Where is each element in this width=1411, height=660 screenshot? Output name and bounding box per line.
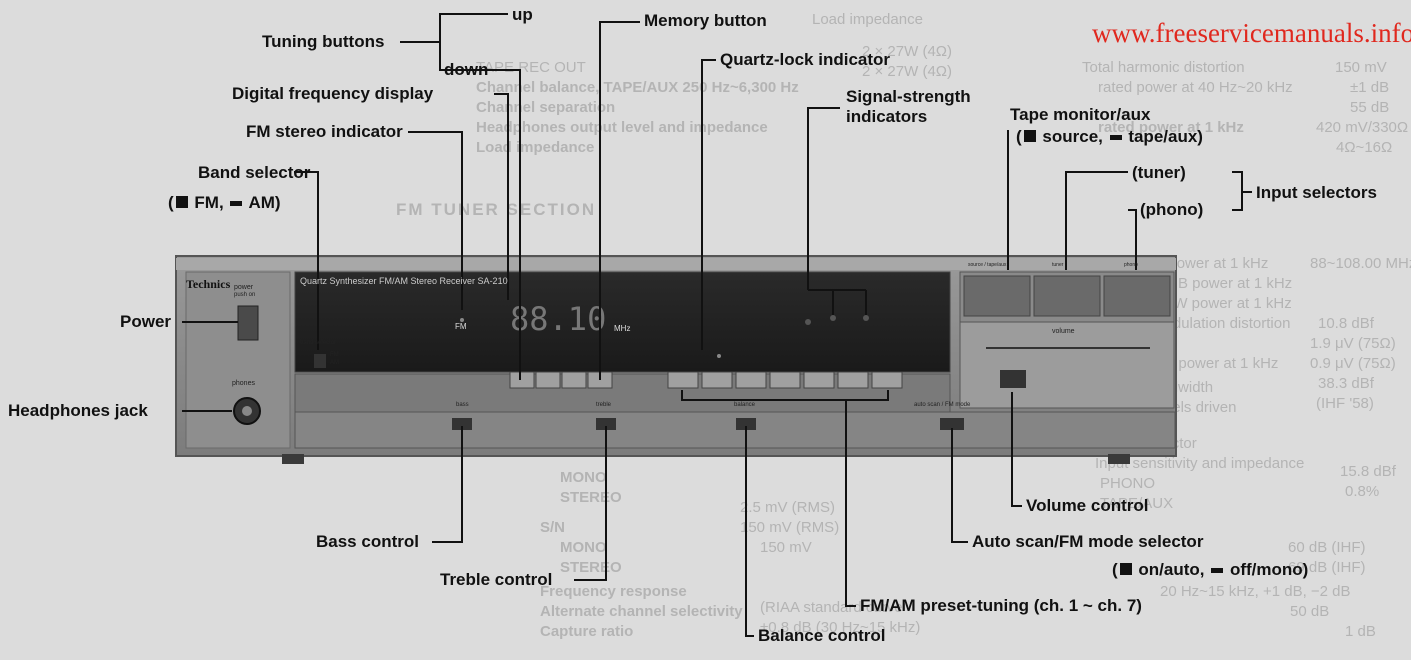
label-digital-display: Digital frequency display bbox=[232, 85, 433, 103]
quartz-lock-indicator bbox=[717, 354, 721, 358]
paren: ( bbox=[1016, 127, 1022, 146]
tape-monitor-text: source / tape/aux bbox=[968, 262, 1006, 268]
band-selector-switch[interactable] bbox=[314, 354, 326, 368]
label-band-selector: Band selector bbox=[198, 164, 310, 182]
preset-button-5[interactable] bbox=[804, 372, 834, 388]
label-fm-stereo: FM stereo indicator bbox=[246, 123, 403, 141]
band-label-text: band selector bbox=[300, 340, 336, 346]
foot bbox=[282, 454, 304, 464]
label-up: up bbox=[512, 6, 533, 24]
phono-text: phono bbox=[1124, 262, 1138, 268]
power-state-text: push on bbox=[234, 292, 255, 298]
label-balance-control: Balance control bbox=[758, 627, 886, 645]
signal-strength-indicator bbox=[830, 315, 836, 321]
band-am-text: AM bbox=[330, 360, 339, 366]
preset-button-7[interactable] bbox=[872, 372, 902, 388]
preset-buttons bbox=[668, 372, 902, 388]
signal-strength-indicator bbox=[805, 319, 811, 325]
preset-button-2[interactable] bbox=[702, 372, 732, 388]
display-window bbox=[295, 272, 950, 372]
signal-strength-indicator bbox=[863, 315, 869, 321]
brand-logo: Technics bbox=[186, 277, 230, 292]
button-pressed-icon bbox=[176, 196, 188, 208]
label-signal-strength: Signal-strength bbox=[846, 88, 971, 106]
tuning-up-button[interactable] bbox=[562, 372, 586, 388]
model-name: Quartz Synthesizer FM/AM Stereo Receiver… bbox=[300, 276, 508, 286]
volume-text: volume bbox=[1052, 328, 1075, 335]
preset-button-6[interactable] bbox=[838, 372, 868, 388]
tone-strip bbox=[295, 412, 1175, 448]
preset-button-1[interactable] bbox=[668, 372, 698, 388]
label-treble-control: Treble control bbox=[440, 571, 552, 589]
label-preset-tuning: FM/AM preset-tuning (ch. 1 ~ ch. 7) bbox=[860, 597, 1142, 615]
mhz-text: MHz bbox=[614, 324, 630, 333]
paren: ( bbox=[1112, 560, 1118, 579]
tape-monitor-button[interactable] bbox=[964, 276, 1030, 316]
button-released-icon bbox=[1110, 135, 1122, 140]
label-auto-scan: Auto scan/FM mode selector bbox=[972, 533, 1203, 551]
headphones-jack-center bbox=[242, 406, 252, 416]
fm-indicator-text: FM bbox=[455, 322, 467, 331]
label-text: AM) bbox=[244, 193, 280, 212]
tuner-text: tuner bbox=[1052, 262, 1063, 268]
label-power: Power bbox=[120, 313, 171, 331]
band-fm-text: FM bbox=[330, 352, 339, 358]
tuning-down-button[interactable] bbox=[510, 372, 534, 388]
button-released-icon bbox=[230, 201, 242, 206]
button-pressed-icon bbox=[1024, 130, 1036, 142]
label-quartz-lock: Quartz-lock indicator bbox=[720, 51, 890, 69]
volume-slider-knob[interactable] bbox=[1000, 370, 1026, 388]
power-switch[interactable] bbox=[238, 306, 258, 340]
label-down: down bbox=[444, 61, 488, 79]
tuner-input-button[interactable] bbox=[1034, 276, 1100, 316]
frequency-readout: 88.10 bbox=[510, 300, 606, 338]
bass-text: bass bbox=[456, 402, 469, 408]
preset-button-3[interactable] bbox=[736, 372, 766, 388]
label-text: on/auto, bbox=[1134, 560, 1210, 579]
phono-input-button[interactable] bbox=[1104, 276, 1170, 316]
label-input-selectors: Input selectors bbox=[1256, 184, 1377, 202]
label-tuner: (tuner) bbox=[1132, 164, 1186, 182]
label-auto-scan-modes: ( on/auto, off/mono) bbox=[1112, 561, 1308, 579]
label-text: off/mono) bbox=[1225, 560, 1308, 579]
label-band-modes: ( FM, AM) bbox=[168, 194, 281, 212]
balance-text: balance bbox=[734, 402, 755, 408]
label-headphones-jack: Headphones jack bbox=[8, 402, 148, 420]
button-released-icon bbox=[1211, 568, 1223, 573]
paren: ( bbox=[168, 193, 174, 212]
label-signal-strength-2: indicators bbox=[846, 108, 927, 126]
label-text: source, bbox=[1038, 127, 1108, 146]
label-text: tape/aux) bbox=[1124, 127, 1203, 146]
power-text: power bbox=[234, 284, 253, 291]
auto-scan-text: auto scan / FM mode bbox=[914, 402, 970, 408]
tuning-button[interactable] bbox=[536, 372, 560, 388]
label-tuning-buttons: Tuning buttons bbox=[262, 33, 384, 51]
label-bass-control: Bass control bbox=[316, 533, 419, 551]
top-bezel bbox=[176, 258, 1176, 270]
treble-text: treble bbox=[596, 402, 611, 408]
label-text: FM, bbox=[190, 193, 229, 212]
label-volume-control: Volume control bbox=[1026, 497, 1148, 515]
foot bbox=[1108, 454, 1130, 464]
label-phono: (phono) bbox=[1140, 201, 1203, 219]
label-tape-monitor: Tape monitor/aux bbox=[1010, 106, 1150, 124]
preset-button-4[interactable] bbox=[770, 372, 800, 388]
button-pressed-icon bbox=[1120, 563, 1132, 575]
label-memory-button: Memory button bbox=[644, 12, 767, 30]
phones-text: phones bbox=[232, 380, 255, 387]
label-tape-monitor-modes: ( source, tape/aux) bbox=[1016, 128, 1203, 146]
